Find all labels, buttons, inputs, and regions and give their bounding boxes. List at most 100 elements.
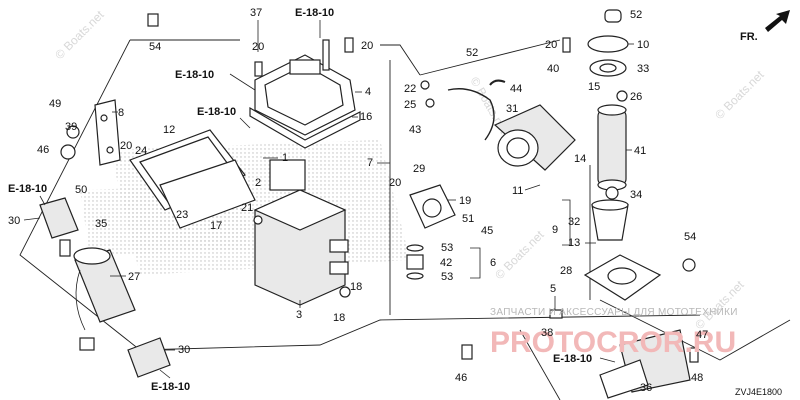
direction-indicator: FR.	[740, 10, 790, 43]
callout-34: 34	[630, 189, 642, 201]
callout-50: 50	[75, 184, 87, 196]
callout-45: 45	[481, 225, 493, 237]
assembly-frame	[19, 39, 791, 400]
lower-bracket	[599, 329, 691, 399]
callout-30: 30	[8, 215, 20, 227]
callout-25: 25	[404, 99, 416, 111]
hose	[447, 79, 506, 141]
watermark-boats-1: © Boats.net	[52, 7, 107, 62]
callout-17: 17	[210, 220, 222, 232]
callout-20e: 20	[545, 39, 557, 51]
gasket-plate	[129, 129, 256, 229]
callout-7: 7	[367, 157, 373, 169]
pump-filter	[591, 199, 629, 241]
watermark-ru-small: ЗАПЧАСТИ И АКСЕССУАРЫ ДЛЯ МОТОТЕХНИКИ	[490, 307, 738, 318]
bracket	[94, 99, 121, 166]
callout-9: 9	[552, 224, 558, 236]
pump-base-plate	[583, 254, 662, 301]
callout-46b: 46	[455, 372, 467, 384]
callout-33: 33	[637, 63, 649, 75]
callout-42: 42	[440, 257, 452, 269]
ref-label: E-18-10	[151, 381, 190, 393]
diagram-code: ZVJ4E1800	[735, 387, 782, 397]
pump-flange	[493, 104, 576, 171]
callout-5: 5	[550, 283, 556, 295]
callout-8: 8	[118, 107, 124, 119]
fasteners	[60, 9, 699, 363]
direction-label: FR.	[740, 31, 758, 43]
filter-cap-lower	[127, 337, 171, 378]
callout-16: 16	[360, 111, 372, 123]
callout-3: 3	[296, 309, 302, 321]
ref-label: E-18-10	[8, 183, 47, 195]
callout-27: 27	[128, 271, 140, 283]
callout-29: 29	[413, 163, 425, 175]
retainer-rings	[587, 35, 629, 77]
watermark-boats-2: © Boats.net	[712, 67, 767, 122]
callout-51: 51	[462, 213, 474, 225]
callout-18b: 18	[333, 312, 345, 324]
filter-cap-upper	[39, 197, 79, 257]
callout-24: 24	[135, 145, 147, 157]
callout-19: 19	[459, 195, 471, 207]
callout-2: 2	[255, 177, 261, 189]
callout-6: 6	[490, 257, 496, 269]
callout-23: 23	[176, 209, 188, 221]
callout-28: 28	[560, 265, 572, 277]
callout-18: 18	[350, 281, 362, 293]
callout-4: 4	[365, 86, 371, 98]
callout-14: 14	[574, 153, 586, 165]
callout-49: 49	[49, 98, 61, 110]
fuel-pump-assembly	[73, 247, 136, 351]
callout-31: 31	[506, 103, 518, 115]
callout-35: 35	[95, 218, 107, 230]
fuel-valve	[409, 184, 456, 229]
callout-15: 15	[588, 81, 600, 93]
callout-53b: 53	[441, 271, 453, 283]
callout-40: 40	[547, 63, 559, 75]
callout-52: 52	[630, 9, 642, 21]
ref-labels: E-18-10 E-18-10 E-18-10 E-18-10 E-18-10 …	[8, 7, 616, 393]
callout-44: 44	[510, 83, 522, 95]
callout-10: 10	[637, 39, 649, 51]
callout-32: 32	[568, 216, 580, 228]
watermark-boats-4: © Boats.net	[692, 277, 747, 332]
callout-43: 43	[409, 124, 421, 136]
callout-20c: 20	[120, 140, 132, 152]
callout-20b: 20	[361, 40, 373, 52]
forward-arrow-icon	[765, 10, 790, 32]
callout-12: 12	[163, 124, 175, 136]
callout-53: 53	[441, 242, 453, 254]
callout-36: 36	[640, 382, 652, 394]
callout-54: 54	[149, 41, 161, 53]
ref-label: E-18-10	[553, 353, 592, 365]
callout-22: 22	[404, 83, 416, 95]
ref-label: E-18-10	[197, 106, 236, 118]
high-pressure-fuel-pump	[597, 104, 627, 191]
callout-52b: 52	[466, 47, 478, 59]
callout-37: 37	[250, 7, 262, 19]
callout-20d: 20	[389, 177, 401, 189]
callout-39: 39	[65, 121, 77, 133]
ref-label: E-18-10	[295, 7, 334, 19]
callout-21: 21	[241, 202, 253, 214]
callout-13: 13	[568, 237, 580, 249]
callout-1: 1	[282, 152, 288, 164]
callout-11: 11	[512, 185, 523, 197]
small-fittings	[406, 244, 424, 280]
callout-30b: 30	[178, 344, 190, 356]
watermark-ru-big: PROTOCROR.RU	[490, 326, 736, 359]
callout-48: 48	[691, 372, 703, 384]
callout-41: 41	[634, 145, 646, 157]
vapor-separator-cover	[249, 39, 361, 149]
callout-38: 38	[541, 327, 553, 339]
callouts: 1 2 3 4 5 6 7 8 9 10 11 12 13 14 15 16 1…	[8, 7, 708, 394]
callout-47: 47	[696, 329, 708, 341]
callout-46: 46	[37, 144, 49, 156]
ref-label: E-18-10	[175, 69, 214, 81]
watermark-boats-3: © Boats.net	[492, 227, 547, 282]
callout-54b: 54	[684, 231, 696, 243]
vapor-separator-body	[253, 159, 349, 306]
callout-26: 26	[630, 91, 642, 103]
